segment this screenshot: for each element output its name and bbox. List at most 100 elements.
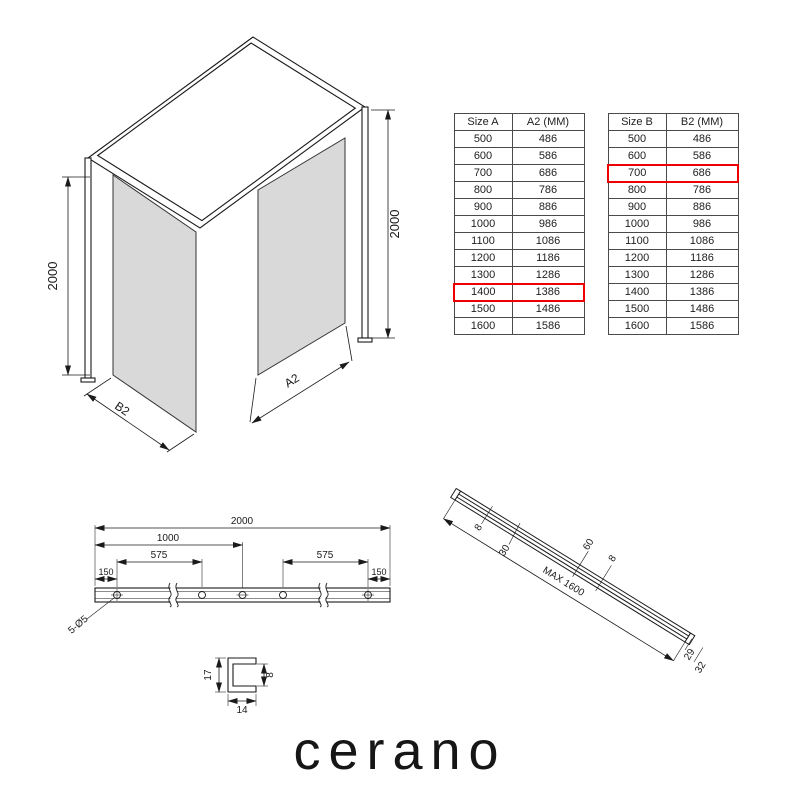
size-a-table-header: Size A A2 (MM) xyxy=(453,113,585,131)
rail-spacing-right-label: 575 xyxy=(317,550,334,561)
table-cell: 786 xyxy=(511,181,585,199)
bar-end-cap-bottom xyxy=(684,632,696,646)
dimension-lines xyxy=(62,109,395,453)
bar-body xyxy=(450,487,696,646)
a2-width-label: A2 xyxy=(282,371,302,391)
rail-end-offset-right-label: 150 xyxy=(371,567,386,577)
rail-holes-label: 5-Ø5 xyxy=(66,613,90,636)
height-right-label: 2000 xyxy=(387,210,402,239)
b2-width-label: B2 xyxy=(112,399,132,419)
table-cell: 686 xyxy=(511,164,585,182)
table-cell: 500 xyxy=(607,130,667,148)
brand-logo: cerano xyxy=(293,721,507,781)
table-cell: 1500 xyxy=(453,300,513,318)
left-post xyxy=(84,157,92,379)
rail-drawing: 2000 1000 575 575 150 150 5-Ø5 17 8 14 xyxy=(66,516,391,716)
table-cell: 786 xyxy=(665,181,739,199)
table-cell: 800 xyxy=(453,181,513,199)
table-cell: 486 xyxy=(665,130,739,148)
table-cell: 700 xyxy=(607,163,667,183)
table-cell: 1100 xyxy=(607,232,667,250)
table-cell: 600 xyxy=(607,147,667,165)
bar-end-dim-2-label: 32 xyxy=(693,660,708,676)
table-cell: 600 xyxy=(453,147,513,165)
table-cell: 1286 xyxy=(511,266,585,284)
table-cell: 886 xyxy=(665,198,739,216)
table-cell: 1500 xyxy=(607,300,667,318)
table-cell: 1086 xyxy=(511,232,585,250)
top-frame xyxy=(80,36,373,383)
table-cell: 986 xyxy=(511,215,585,233)
table-cell: 1400 xyxy=(607,283,667,301)
profile-width-label: 14 xyxy=(236,705,248,716)
table-cell: 1300 xyxy=(607,266,667,284)
glass-panel-right xyxy=(257,137,346,376)
table-cell: 700 xyxy=(453,164,513,182)
table-cell: 1200 xyxy=(453,249,513,267)
a2-column-header: A2 (MM) xyxy=(511,113,585,131)
table-cell: 1300 xyxy=(453,266,513,284)
rail-profile-section xyxy=(227,657,257,693)
bar-end-cap-top xyxy=(450,487,462,501)
size-a-column-header: Size A xyxy=(453,113,513,131)
table-cell: 486 xyxy=(511,130,585,148)
table-cell: 500 xyxy=(453,130,513,148)
table-cell: 1100 xyxy=(453,232,513,250)
table-cell: 1400 xyxy=(453,282,513,302)
break-marks xyxy=(168,582,329,608)
rail-end-offset-left-label: 150 xyxy=(98,567,113,577)
table-cell: 1000 xyxy=(607,215,667,233)
enclosure-drawing: 2000 2000 B2 A2 xyxy=(45,36,402,453)
bar-dim-2-label: 30 xyxy=(497,543,512,559)
table-cell: 986 xyxy=(665,215,739,233)
table-cell: 1600 xyxy=(607,317,667,335)
table-cell: 800 xyxy=(607,181,667,199)
table-cell: 1486 xyxy=(665,300,739,318)
table-cell: 1186 xyxy=(511,249,585,267)
table-cell: 1600 xyxy=(453,317,513,335)
table-cell: 1486 xyxy=(511,300,585,318)
rail-total-length-label: 2000 xyxy=(231,516,254,527)
table-cell: 686 xyxy=(665,163,739,183)
profile-height-label: 17 xyxy=(203,669,214,681)
table-cell: 1200 xyxy=(607,249,667,267)
support-bar-drawing: 8 30 60 8 MAX 1600 29 32 xyxy=(443,487,709,676)
table-cell: 586 xyxy=(511,147,585,165)
profile-opening-label: 8 xyxy=(265,672,276,678)
glass-panel-left xyxy=(112,174,197,433)
table-cell: 900 xyxy=(607,198,667,216)
table-cell: 886 xyxy=(511,198,585,216)
rail-center-distance-label: 1000 xyxy=(157,533,180,544)
table-cell: 1386 xyxy=(511,282,585,302)
right-post xyxy=(361,106,369,339)
table-cell: 1286 xyxy=(665,266,739,284)
table-cell: 1586 xyxy=(665,317,739,335)
